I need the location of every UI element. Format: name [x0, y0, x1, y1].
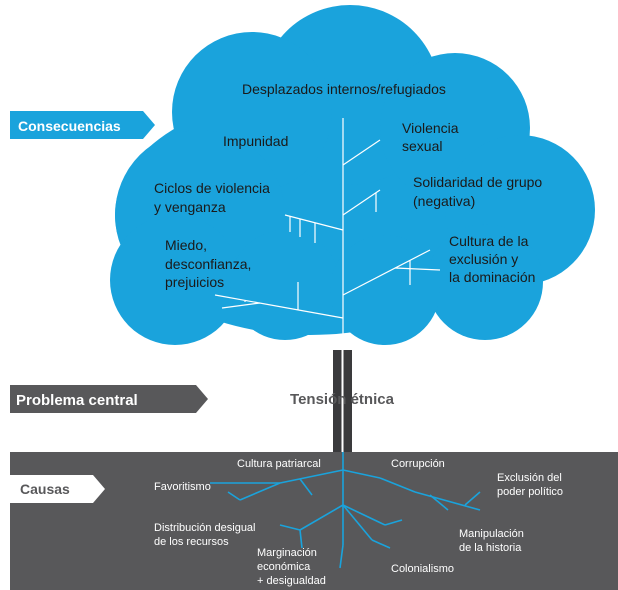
consequences-labels: Desplazados internos/refugiados Impunida… [154, 81, 542, 290]
consequence-solidaridad-line1: Solidaridad de grupo [413, 174, 542, 190]
consequence-desplazados: Desplazados internos/refugiados [242, 81, 446, 97]
cause-colonialismo: Colonialismo [391, 563, 454, 575]
cause-cultura-patriarcal: Cultura patriarcal [237, 458, 321, 470]
cause-distribucion-line1: Distribución desigual [154, 522, 256, 534]
cause-manipulacion-line2: de la historia [459, 542, 522, 554]
consequence-cultura-line3: la dominación [449, 269, 535, 285]
consequence-violencia-line2: sexual [402, 138, 442, 154]
cause-favoritismo: Favoritismo [154, 481, 211, 493]
tree-crown-cloud [110, 5, 595, 345]
consequence-miedo-line3: prejuicios [165, 274, 224, 290]
cause-exclusion-line1: Exclusión del [497, 472, 562, 484]
cause-manipulacion-line1: Manipulación [459, 528, 524, 540]
cause-marginacion-line3: + desigualdad [257, 575, 326, 587]
consequence-violencia-line1: Violencia [402, 120, 459, 136]
consequence-ciclos-line1: Ciclos de violencia [154, 180, 270, 196]
cause-marginacion-line1: Marginación [257, 547, 317, 559]
tree-trunk [333, 350, 352, 452]
tag-consecuencias: Consecuencias [10, 111, 155, 139]
consequence-cultura-line2: exclusión y [449, 251, 518, 267]
tag-problema-central: Problema central [10, 385, 208, 413]
consequence-ciclos-line2: y venganza [154, 199, 226, 215]
central-problem-label: Tensión étnica [290, 391, 395, 408]
consequence-solidaridad-line2: (negativa) [413, 193, 475, 209]
tag-causas-label: Causas [20, 481, 70, 497]
tag-problema-central-label: Problema central [16, 392, 138, 409]
causes-labels: Favoritismo Cultura patriarcal Corrupció… [154, 458, 563, 587]
consequence-miedo-line2: desconfianza, [165, 256, 251, 272]
consequence-miedo-line1: Miedo, [165, 237, 207, 253]
tag-causas: Causas [10, 475, 105, 503]
cause-exclusion-line2: poder político [497, 486, 563, 498]
consequence-cultura-line1: Cultura de la [449, 233, 529, 249]
tree-roots [210, 452, 481, 569]
cause-corrupcion: Corrupción [391, 458, 445, 470]
tag-consecuencias-label: Consecuencias [18, 118, 121, 134]
cause-marginacion-line2: económica [257, 561, 311, 573]
consequence-impunidad: Impunidad [223, 133, 288, 149]
tree-branches [214, 118, 441, 350]
cause-distribucion-line2: de los recursos [154, 536, 229, 548]
